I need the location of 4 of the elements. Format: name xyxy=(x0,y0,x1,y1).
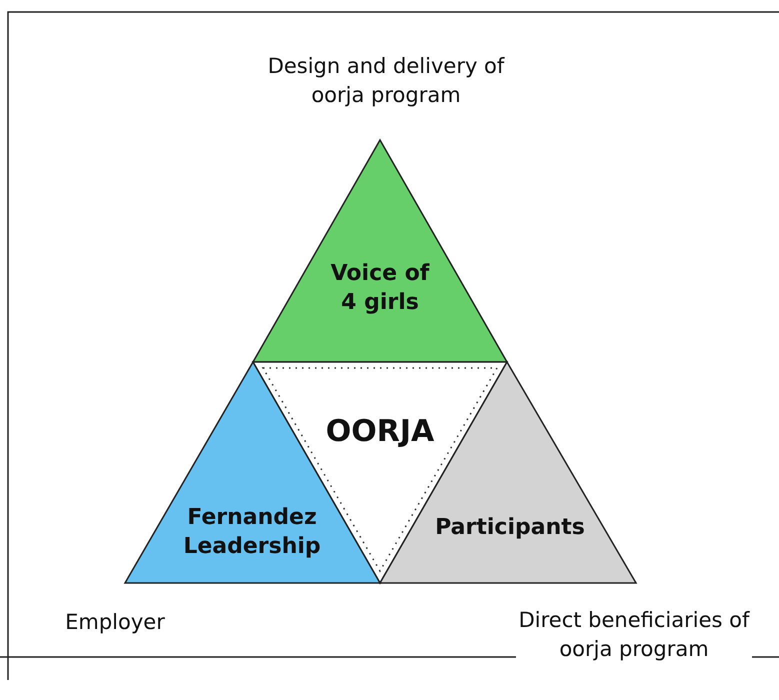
node-label: OORJA xyxy=(324,413,436,451)
node-label: Fernandez Leadership xyxy=(182,504,322,561)
node-label: Participants xyxy=(434,514,586,542)
node-label: Voice of 4 girls xyxy=(330,260,430,317)
